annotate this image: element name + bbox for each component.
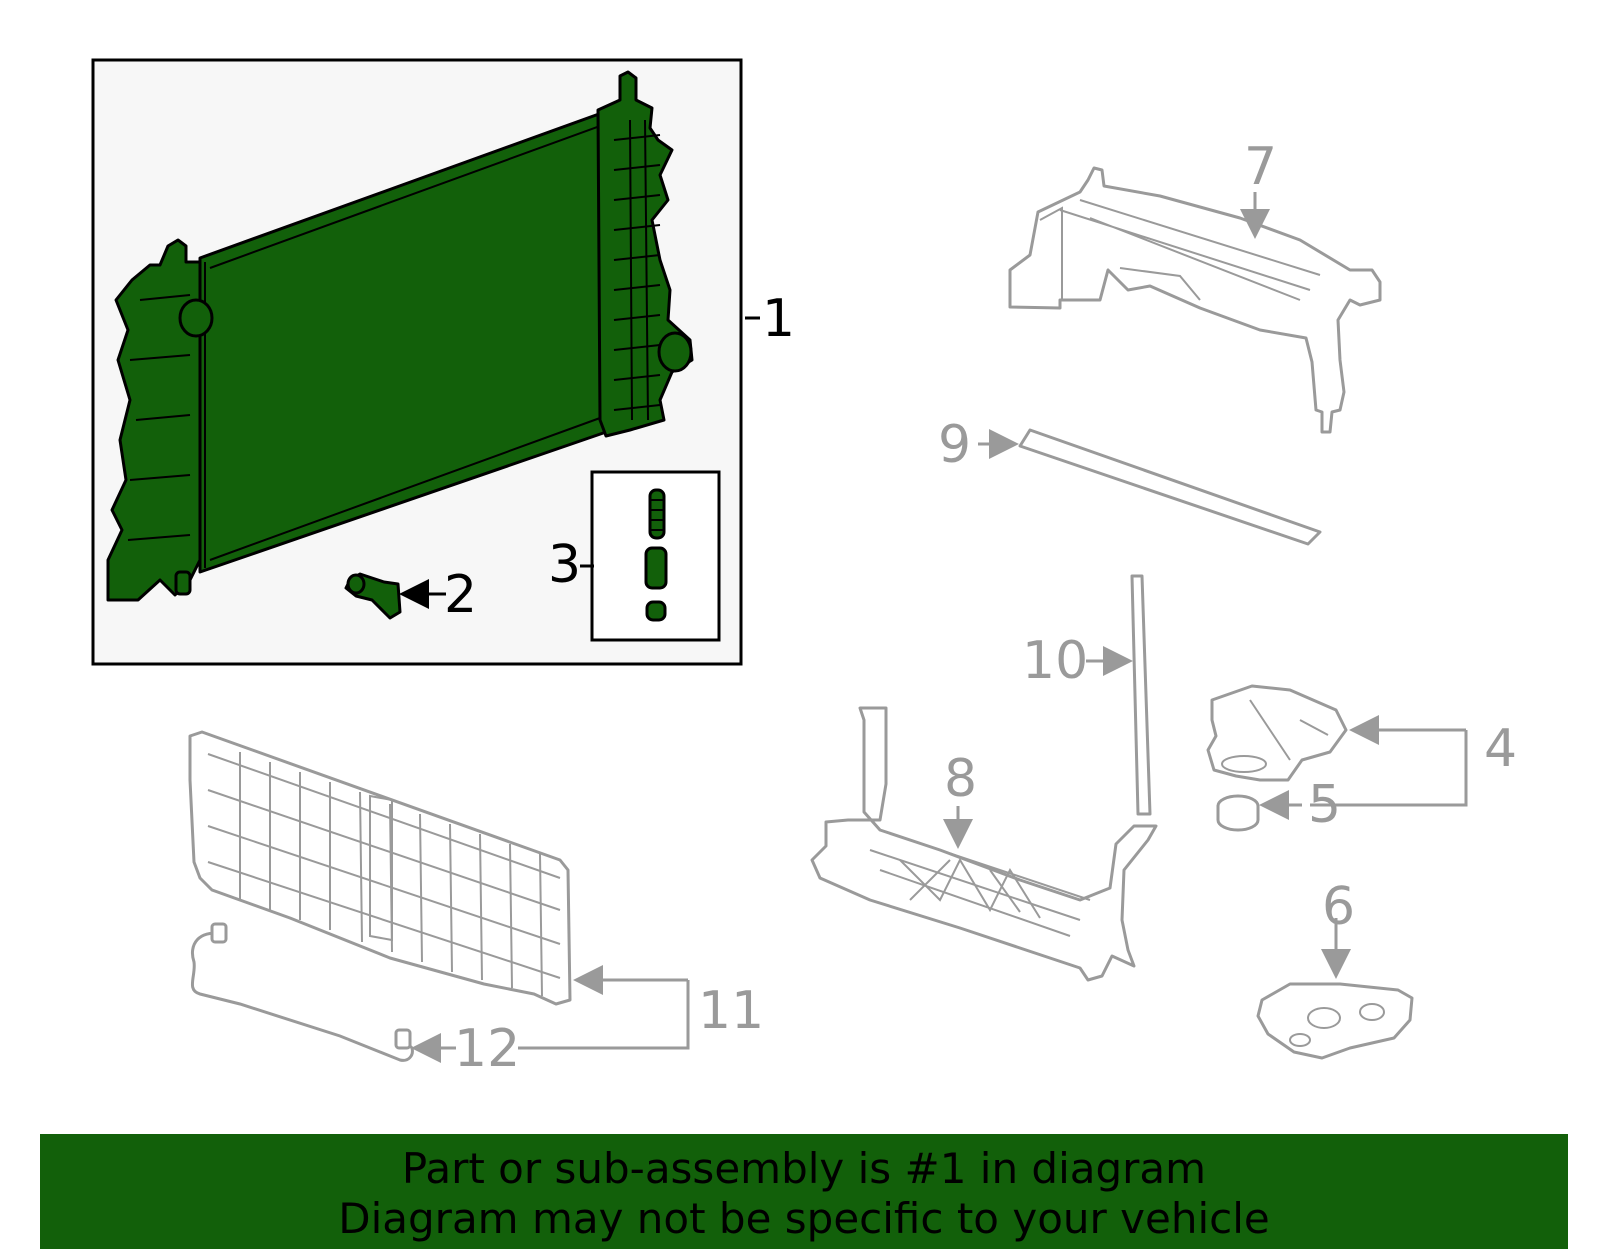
callout-1: 1 <box>762 289 795 349</box>
radiator-part[interactable] <box>106 70 694 602</box>
callout-4: 4 <box>1484 719 1517 779</box>
wiring-harness-part[interactable] <box>190 922 414 1062</box>
callout-9: 9 <box>938 415 971 475</box>
callout-8: 8 <box>944 749 977 809</box>
fittings-kit-part[interactable] <box>644 488 668 622</box>
callout-7: 7 <box>1244 137 1277 197</box>
shutter-assembly-part[interactable] <box>188 730 572 1006</box>
lower-mount-part[interactable] <box>1256 982 1414 1060</box>
upper-tie-bar-part[interactable] <box>1008 166 1382 434</box>
drain-plug-part[interactable] <box>344 572 402 620</box>
callout-11: 11 <box>698 981 764 1041</box>
lower-tie-bar-part[interactable] <box>810 706 1158 982</box>
info-banner: Part or sub-assembly is #1 in diagram Di… <box>40 1134 1568 1249</box>
banner-line-2: Diagram may not be specific to your vehi… <box>338 1194 1270 1243</box>
callout-12: 12 <box>454 1019 520 1079</box>
insulator-part[interactable] <box>1216 794 1260 832</box>
callout-2: 2 <box>444 565 477 625</box>
callout-5: 5 <box>1308 775 1341 835</box>
seal-strip-part[interactable] <box>1018 428 1322 546</box>
callout-3: 3 <box>548 535 581 595</box>
banner-line-1: Part or sub-assembly is #1 in diagram <box>401 1144 1207 1193</box>
callout-10: 10 <box>1022 631 1088 691</box>
vertical-seal-part[interactable] <box>1130 574 1152 816</box>
mount-bracket-part[interactable] <box>1206 684 1348 782</box>
leader-11-bracket <box>518 980 690 1050</box>
leader-4-bracket <box>1310 730 1468 807</box>
callout-6: 6 <box>1322 877 1355 937</box>
